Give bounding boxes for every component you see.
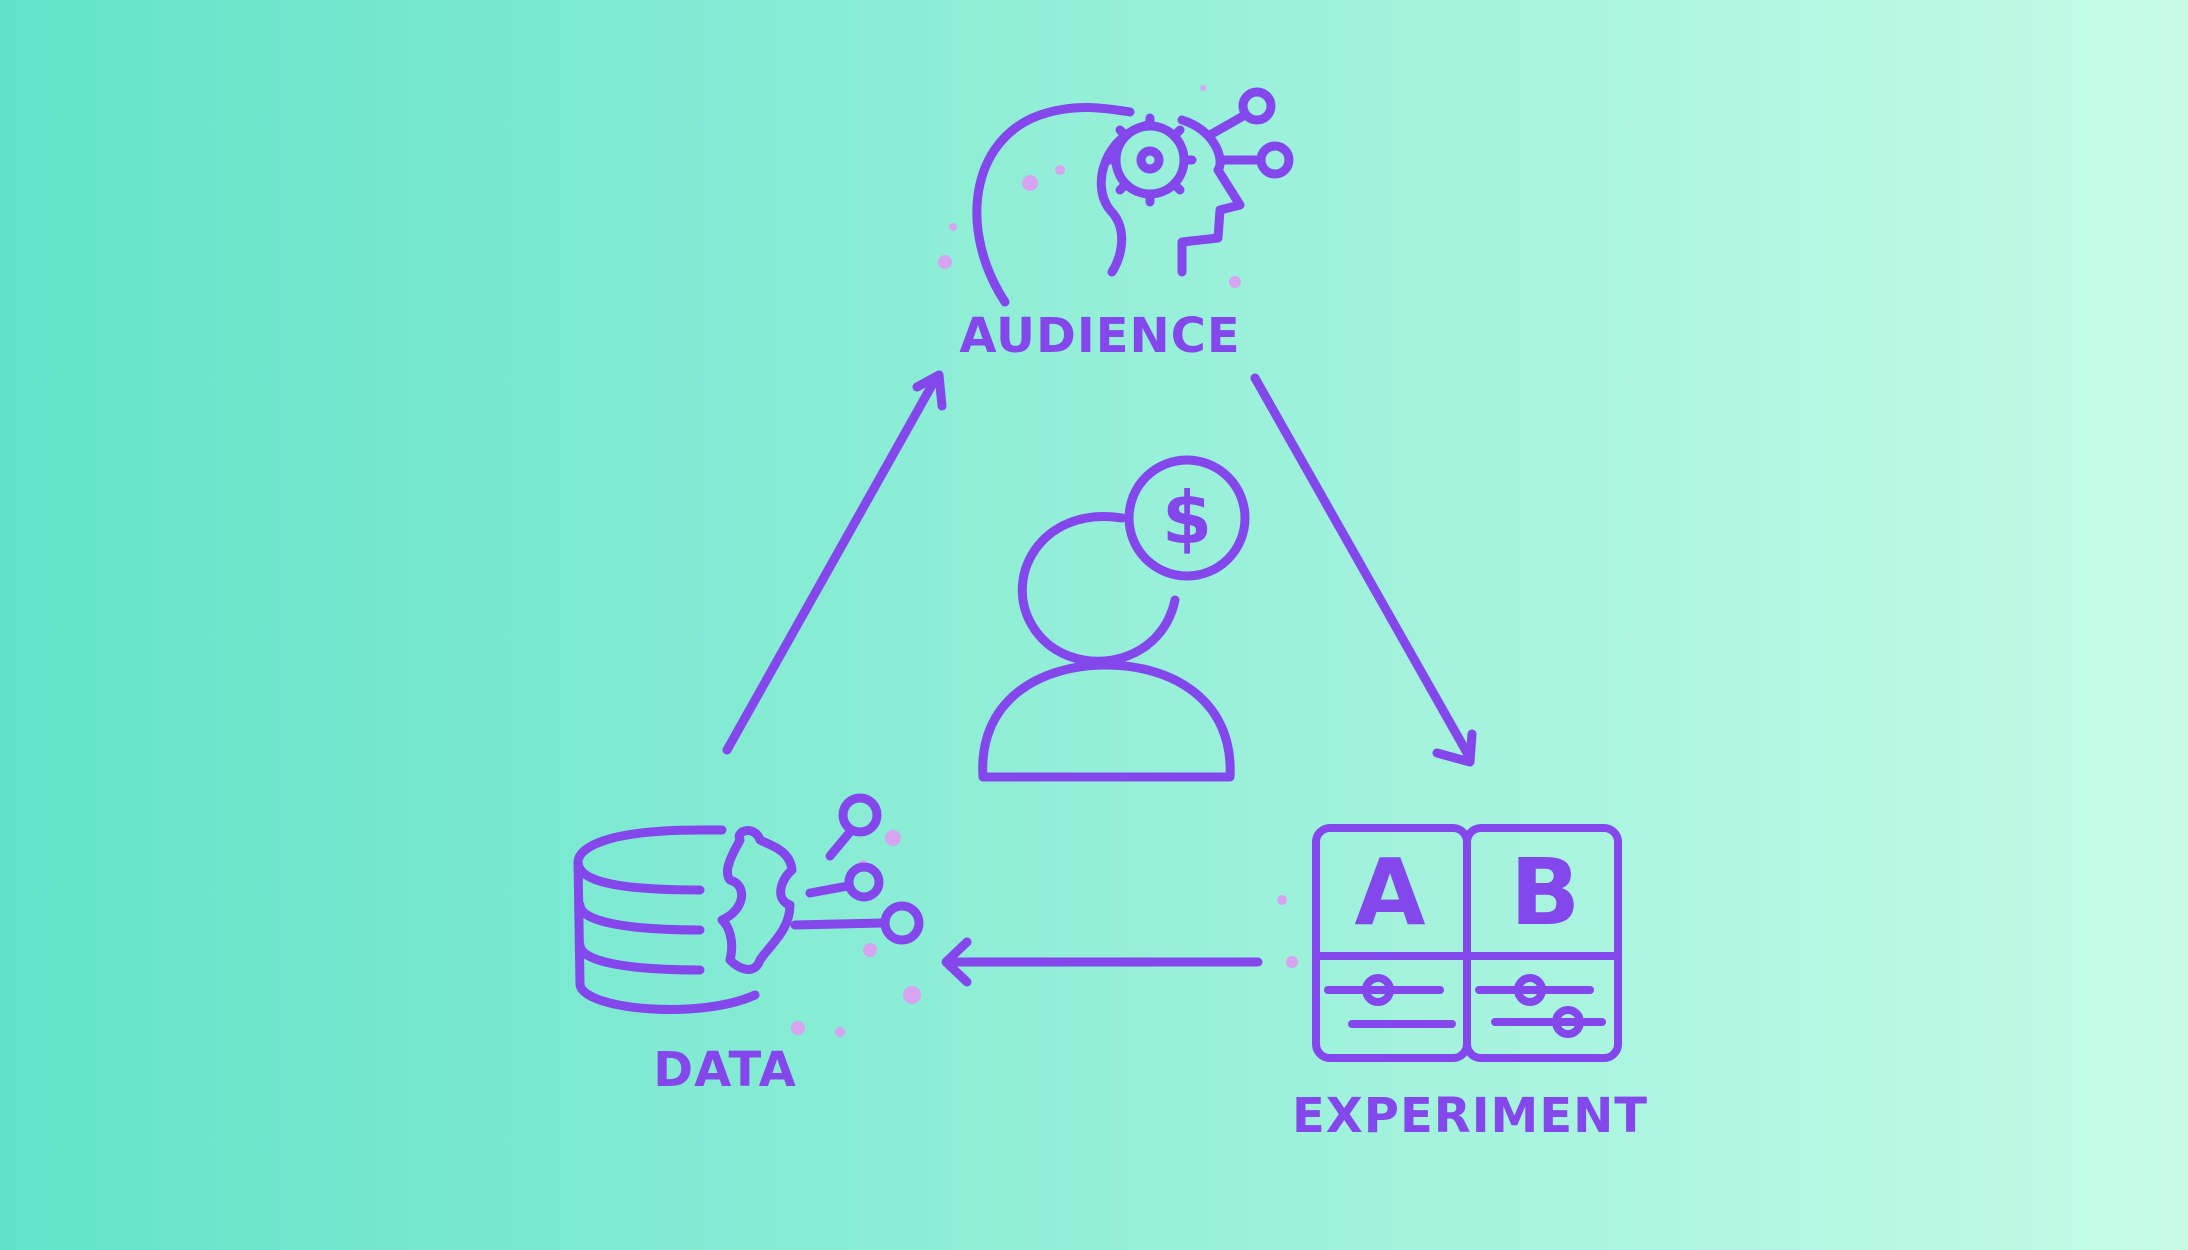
experiment-label: EXPERIMENT [1291, 1088, 1649, 1144]
arrow-data-to-audience [722, 370, 947, 755]
person-with-dollar-icon [978, 455, 1250, 782]
data-label: DATA [653, 1042, 797, 1098]
arrow-audience-to-experiment [1250, 373, 1477, 767]
ab-test-icon [1312, 824, 1622, 1062]
audience-label: AUDIENCE [959, 308, 1241, 364]
database-with-gear-network-icon [573, 793, 924, 1014]
variant-a-label: A [1354, 839, 1425, 946]
dollar-sign: $ [1162, 476, 1212, 560]
arrow-experiment-to-data [941, 937, 1263, 987]
variant-b-label: B [1510, 839, 1580, 946]
head-with-gear-network-icon [972, 87, 1294, 307]
